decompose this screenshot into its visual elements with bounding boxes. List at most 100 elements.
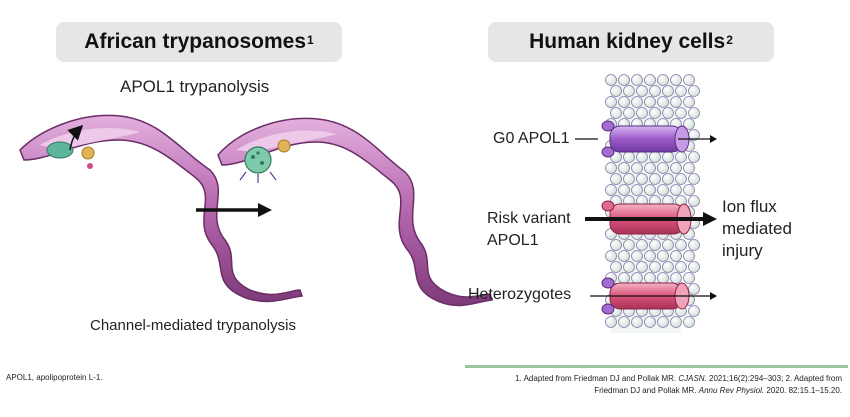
- trypanosome-lysed: [217, 117, 494, 307]
- lipid-head: [649, 85, 661, 97]
- lipid-head: [618, 96, 630, 108]
- lipid-head: [644, 96, 656, 108]
- lipid-head: [670, 162, 682, 174]
- lipid-head: [657, 184, 669, 196]
- lipid-head: [688, 195, 700, 207]
- lipid-head: [631, 96, 643, 108]
- lipid-head: [662, 151, 674, 163]
- transition-arrow: [196, 203, 272, 217]
- lipid-head: [631, 74, 643, 86]
- lipid-head: [631, 184, 643, 196]
- lipid-head: [675, 173, 687, 185]
- lipid-head: [636, 173, 648, 185]
- lipid-head: [649, 173, 661, 185]
- ref1-pre: 1. Adapted from Friedman DJ and Pollak M…: [515, 374, 679, 383]
- lipid-head: [644, 316, 656, 328]
- lipid-head: [688, 239, 700, 251]
- lipid-head: [657, 96, 669, 108]
- lipid-head: [662, 239, 674, 251]
- channel-g0-apol1: [601, 120, 690, 158]
- lipid-head: [644, 272, 656, 284]
- lipid-head: [610, 239, 622, 251]
- lipid-head: [688, 305, 700, 317]
- lipid-head: [644, 250, 656, 262]
- ref2-pre: Friedman DJ and Pollak MR.: [594, 386, 699, 395]
- label-risk-variant: Risk variant APOL1: [487, 208, 587, 252]
- left-title-text: African trypanosomes: [84, 30, 307, 53]
- label-ion-line1: Ion flux: [722, 197, 777, 216]
- left-title-ref: 1: [307, 33, 314, 47]
- lipid-head: [610, 261, 622, 273]
- lipid-head: [631, 162, 643, 174]
- ref2-post: 2020. 82:15.1–15.20.: [764, 386, 842, 395]
- lipid-head: [657, 162, 669, 174]
- lipid-head: [662, 85, 674, 97]
- lipid-head: [618, 316, 630, 328]
- label-heterozygotes: Heterozygotes: [468, 286, 572, 303]
- label-ion-line3: injury: [722, 241, 763, 260]
- lipid-head: [623, 239, 635, 251]
- lipid-head: [688, 261, 700, 273]
- lipid-head: [670, 272, 682, 284]
- lipid-head: [618, 184, 630, 196]
- lipid-head: [636, 261, 648, 273]
- lipid-head: [631, 250, 643, 262]
- lipid-head: [636, 239, 648, 251]
- lipid-head: [657, 272, 669, 284]
- lipid-head: [670, 184, 682, 196]
- lipid-head: [683, 184, 695, 196]
- lipid-head: [683, 118, 695, 130]
- lipid-head: [605, 74, 617, 86]
- footer-divider: [465, 365, 848, 368]
- footnote-abbreviation: APOL1, apolipoprotein L-1.: [6, 373, 103, 382]
- flux-arrow-g0: [678, 135, 717, 143]
- lipid-head: [610, 173, 622, 185]
- reference-line-2: Friedman DJ and Pollak MR. Annu Rev Phys…: [470, 385, 842, 397]
- lipid-head: [644, 74, 656, 86]
- lipid-head: [605, 96, 617, 108]
- left-caption: Channel-mediated trypanolysis: [90, 317, 296, 334]
- lipid-head: [605, 184, 617, 196]
- left-subtitle: APOL1 trypanolysis: [120, 77, 270, 96]
- lipid-head: [662, 173, 674, 185]
- lipid-head: [675, 261, 687, 273]
- lipid-head: [618, 162, 630, 174]
- label-ion-flux: Ion flux mediated injury: [722, 196, 832, 262]
- lipid-head: [688, 151, 700, 163]
- lipid-head: [623, 151, 635, 163]
- footnote-references: 1. Adapted from Friedman DJ and Pollak M…: [470, 373, 842, 397]
- lipid-head: [675, 239, 687, 251]
- lipid-head: [675, 85, 687, 97]
- lipid-head: [675, 107, 687, 119]
- lipid-head: [670, 96, 682, 108]
- lipid-head: [605, 162, 617, 174]
- lipid-head: [636, 85, 648, 97]
- lipid-head: [618, 272, 630, 284]
- lipid-head: [688, 85, 700, 97]
- lipid-head: [688, 173, 700, 185]
- label-risk-line1: Risk variant: [487, 210, 571, 227]
- lipid-head: [688, 283, 700, 295]
- lipid-head: [670, 316, 682, 328]
- lipid-head: [618, 74, 630, 86]
- lipid-head: [662, 107, 674, 119]
- label-g0-apol1: G0 APOL1: [493, 130, 570, 147]
- lipid-head: [683, 74, 695, 86]
- lipid-head: [631, 316, 643, 328]
- lipid-head: [649, 261, 661, 273]
- label-risk-line2: APOL1: [487, 232, 539, 249]
- lipid-head: [657, 250, 669, 262]
- lipid-head: [610, 107, 622, 119]
- lipid-head: [644, 162, 656, 174]
- lipid-head: [610, 85, 622, 97]
- reference-line-1: 1. Adapted from Friedman DJ and Pollak M…: [470, 373, 842, 385]
- lipid-head: [605, 250, 617, 262]
- lipid-head: [623, 107, 635, 119]
- lipid-head: [623, 261, 635, 273]
- trypanosome-intact: [19, 114, 304, 303]
- lipid-head: [683, 162, 695, 174]
- lipid-head: [683, 96, 695, 108]
- lipid-head: [662, 261, 674, 273]
